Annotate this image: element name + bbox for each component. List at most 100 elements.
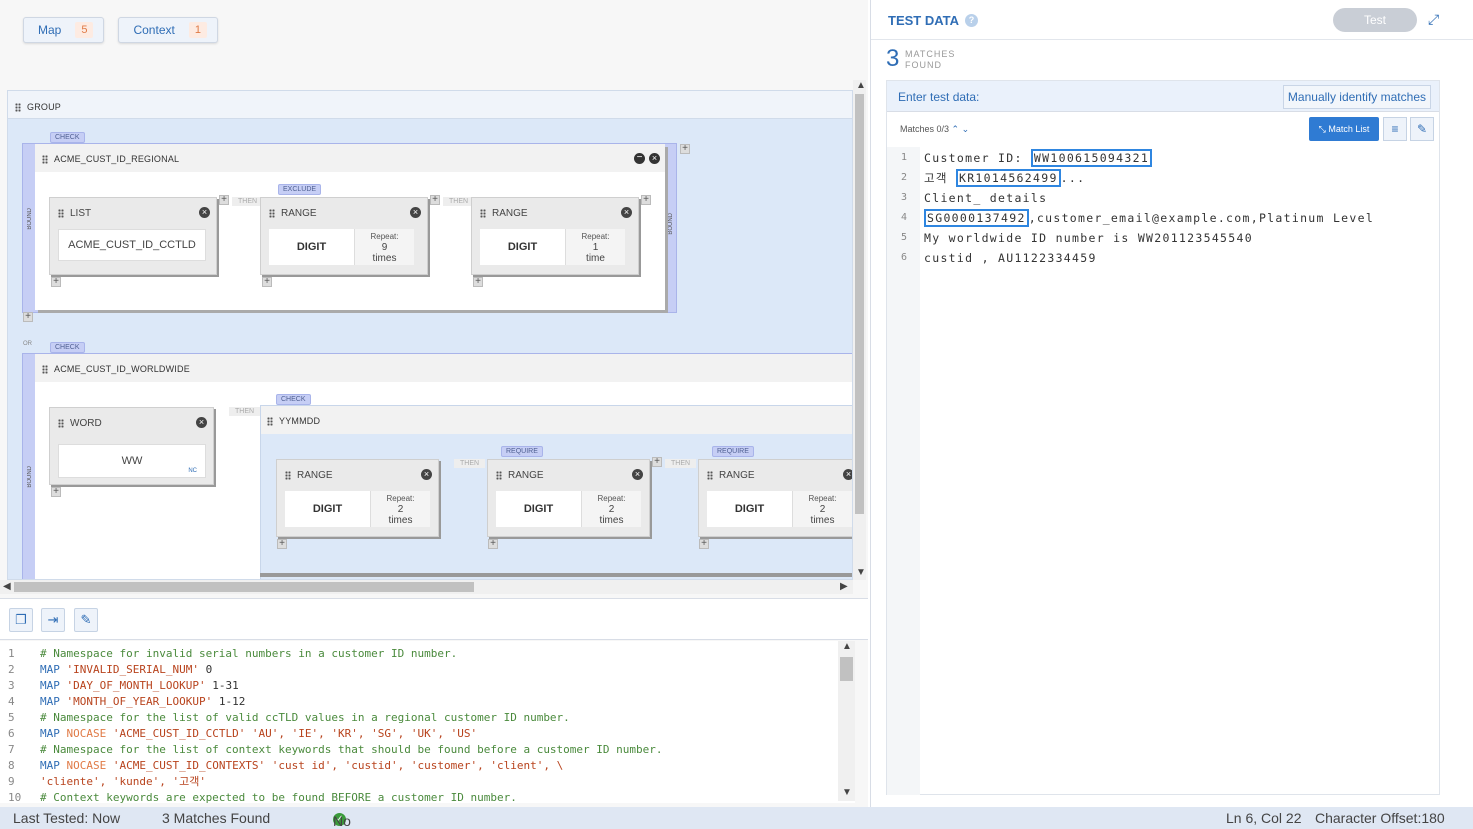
scroll-up-icon[interactable]: ▲	[856, 80, 866, 91]
add-icon[interactable]: +	[680, 144, 690, 154]
match-list-button[interactable]: ⤡ Match List	[1309, 117, 1379, 141]
drag-grip-icon[interactable]	[15, 102, 21, 112]
remove-icon[interactable]: ×	[421, 469, 432, 480]
expand-icon[interactable]: ⤢	[1428, 11, 1440, 27]
code-token: 'DAY_OF_MONTH_LOOKUP'	[66, 679, 206, 692]
line-number: 4	[901, 212, 908, 223]
add-icon[interactable]: +	[219, 195, 229, 205]
remove-icon[interactable]: ×	[199, 207, 210, 218]
add-icon[interactable]: +	[262, 277, 272, 287]
tab-map-count: 5	[75, 22, 94, 38]
regional-title[interactable]: ACME_CUST_ID_REGIONAL	[42, 154, 179, 164]
prev-match-icon[interactable]: ⌃	[951, 124, 960, 134]
scroll-thumb[interactable]	[14, 582, 474, 592]
repeat-unit: times	[372, 253, 397, 264]
remove-icon[interactable]: ×	[843, 469, 852, 480]
drag-grip-icon[interactable]	[480, 209, 486, 218]
add-icon[interactable]: +	[641, 195, 651, 205]
add-icon[interactable]: +	[652, 457, 662, 467]
remove-icon[interactable]: ×	[410, 207, 421, 218]
digit-value[interactable]: DIGIT	[496, 491, 581, 527]
yymmdd-title[interactable]: YYMMDD	[267, 416, 320, 426]
add-icon[interactable]: +	[473, 277, 483, 287]
scroll-thumb[interactable]	[855, 94, 864, 514]
drag-grip-icon[interactable]	[707, 471, 713, 480]
scroll-right-icon[interactable]: ▶	[840, 581, 848, 592]
add-icon[interactable]: +	[699, 539, 709, 549]
scroll-down-icon[interactable]: ▼	[842, 787, 852, 798]
drag-grip-icon[interactable]	[496, 471, 502, 480]
list-value[interactable]: ACME_CUST_ID_CCTLD	[58, 229, 206, 261]
digit-value[interactable]: DIGIT	[480, 229, 565, 265]
drag-grip-icon[interactable]	[267, 416, 273, 426]
test-button[interactable]: Test	[1333, 8, 1417, 32]
copy-icon[interactable]: ❐	[9, 608, 33, 632]
match-highlight[interactable]: SG0000137492	[924, 209, 1029, 227]
close-icon[interactable]: ×	[649, 153, 660, 164]
wrap-icon[interactable]: ≡	[1383, 117, 1407, 141]
edit-icon[interactable]: ✎	[74, 608, 98, 632]
drag-grip-icon[interactable]	[58, 209, 64, 218]
scroll-down-icon[interactable]: ▼	[856, 567, 866, 578]
edit-icon[interactable]: ✎	[1410, 117, 1434, 141]
match-highlight[interactable]: WW100615094321	[1030, 149, 1153, 167]
help-icon[interactable]: ?	[965, 14, 979, 27]
digit-value[interactable]: DIGIT	[707, 491, 792, 527]
scroll-up-icon[interactable]: ▲	[842, 641, 852, 652]
scroll-left-icon[interactable]: ◀	[3, 581, 11, 592]
drag-grip-icon[interactable]	[42, 364, 48, 374]
collapse-icon[interactable]: −	[634, 153, 645, 164]
drag-grip-icon[interactable]	[42, 154, 48, 164]
add-icon[interactable]: +	[430, 195, 440, 205]
add-icon[interactable]: +	[277, 539, 287, 549]
group-title[interactable]: GROUP	[15, 102, 61, 112]
match-counter: Matches 0/3	[900, 124, 950, 134]
match-highlight[interactable]: KR1014562499	[955, 169, 1061, 187]
remove-icon[interactable]: ×	[196, 417, 207, 428]
add-icon[interactable]: +	[23, 312, 33, 322]
code-scrollbar[interactable]: ▲▼	[838, 641, 855, 801]
match-navigator: Matches 0/3 ⌃ ⌄	[900, 124, 969, 135]
range-node-title: RANGE	[285, 470, 333, 481]
tab-context-label: Context	[133, 23, 175, 37]
manual-match-button[interactable]: Manually identify matches	[1282, 85, 1431, 109]
line-number: 1	[8, 647, 15, 660]
group-header	[8, 91, 852, 119]
canvas-horizontal-scrollbar[interactable]: ◀▶	[0, 580, 853, 594]
text-segment: ,customer_email@example.com,Platinum Lev…	[1028, 211, 1375, 225]
code-editor[interactable]: 1# Namespace for invalid serial numbers …	[0, 641, 855, 803]
next-match-icon[interactable]: ⌄	[961, 124, 970, 134]
digit-value[interactable]: DIGIT	[285, 491, 370, 527]
line-number: 1	[901, 152, 908, 163]
add-icon[interactable]: +	[488, 539, 498, 549]
drag-grip-icon[interactable]	[269, 209, 275, 218]
list-node[interactable]: LIST × ACME_CUST_ID_CCTLD	[49, 197, 217, 275]
scroll-thumb[interactable]	[840, 657, 853, 681]
remove-icon[interactable]: ×	[621, 207, 632, 218]
pattern-canvas[interactable]: GROUP CHECK ACME_CUST_ID_REGIONAL − × BO…	[7, 90, 853, 580]
drag-grip-icon[interactable]	[58, 419, 64, 428]
drag-grip-icon[interactable]	[285, 471, 291, 480]
add-icon[interactable]: +	[51, 277, 61, 287]
digit-value[interactable]: DIGIT	[269, 229, 354, 265]
remove-icon[interactable]: ×	[632, 469, 643, 480]
canvas-vertical-scrollbar[interactable]: ▲▼	[853, 80, 866, 580]
indent-icon[interactable]: ⇥	[41, 608, 65, 632]
line-number: 2	[901, 172, 908, 183]
add-icon[interactable]: +	[51, 487, 61, 497]
worldwide-title[interactable]: ACME_CUST_ID_WORLDWIDE	[42, 364, 190, 374]
